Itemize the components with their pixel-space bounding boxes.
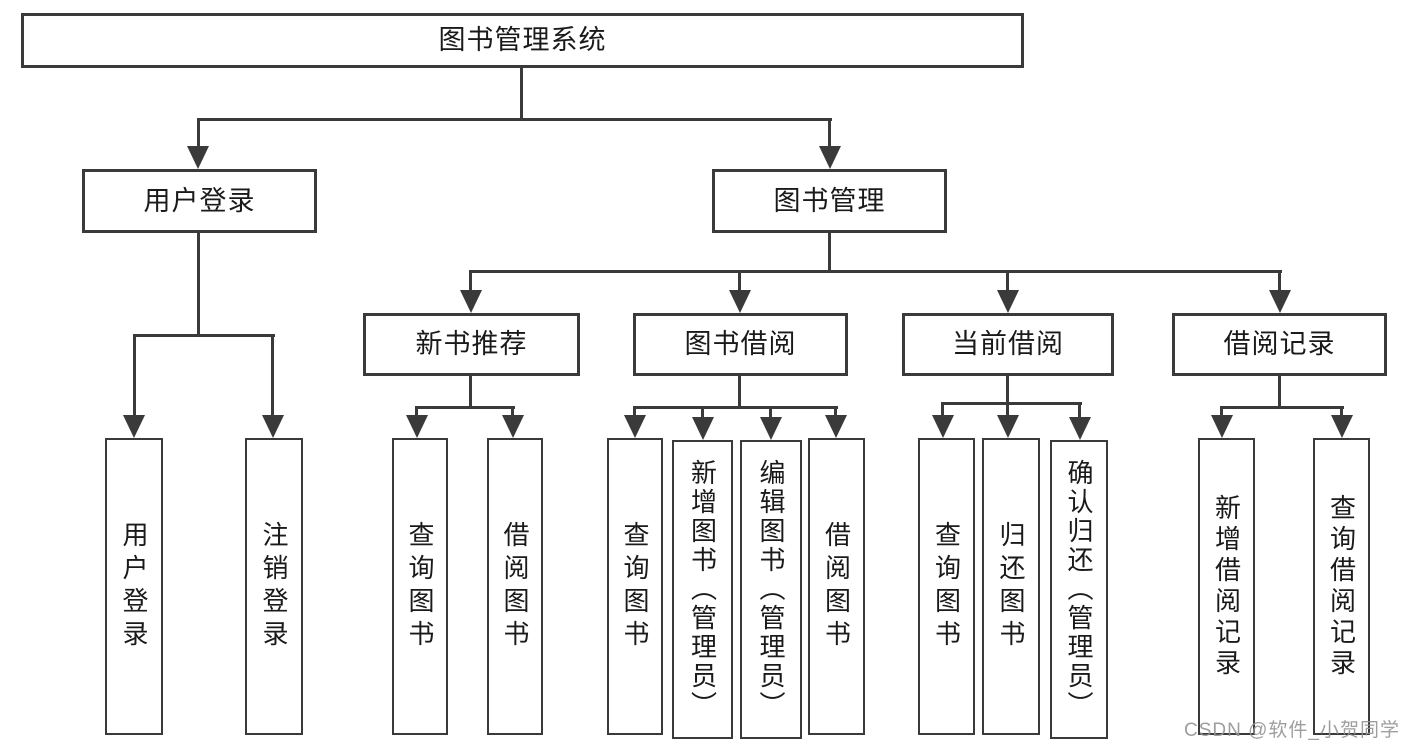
connector-bookborrow-stem — [738, 270, 741, 292]
leaf-br-add-record: 新增借阅记录 — [1198, 438, 1255, 735]
node-book-management: 图书管理 — [712, 169, 947, 233]
connector-cbconfirm-stem — [1078, 402, 1081, 420]
connector-root-vline — [520, 68, 523, 121]
arrowhead-to-user-login — [187, 146, 209, 169]
connector-root-hline — [197, 118, 832, 121]
arrowhead-to-user-login-leaf — [123, 415, 145, 438]
node-book-management-label: 图书管理 — [773, 185, 886, 216]
arrowhead-to-book-borrow — [729, 290, 751, 313]
leaf-cb-confirm-return-admin: 确认归还（管理员） — [1050, 440, 1108, 739]
node-root: 图书管理系统 — [21, 13, 1024, 68]
connector-borrowrecord-hline — [1220, 406, 1344, 409]
connector-userlogin-stem — [197, 118, 200, 149]
arrowhead-to-logout-leaf — [262, 415, 284, 438]
leaf-bb-edit-book-admin-label: 编辑图书（管理员） — [756, 459, 786, 720]
connector-newbook-vline — [469, 376, 472, 409]
leaf-nb-borrow-book-label: 借阅图书 — [500, 520, 530, 653]
connector-cbquery-stem — [941, 402, 944, 418]
connector-userlogin-hline — [133, 334, 275, 337]
arrowhead-to-bb-query — [624, 415, 646, 438]
connector-bookmgmt-vline — [828, 233, 831, 273]
connector-newbook-hline — [415, 406, 515, 409]
connector-bookmgmt-stem — [828, 118, 831, 149]
arrowhead-to-nb-query — [406, 415, 428, 438]
arrowhead-to-current-borrow — [997, 290, 1019, 313]
connector-currentborrow-hline — [941, 402, 1082, 405]
leaf-logout: 注销登录 — [245, 438, 303, 735]
leaf-nb-query-book-label: 查询图书 — [405, 520, 435, 653]
arrowhead-to-cb-confirm — [1069, 417, 1091, 440]
connector-bbedit-stem — [769, 406, 772, 420]
node-borrow-record-label: 借阅记录 — [1223, 329, 1336, 359]
connector-userloginleaf-stem — [133, 334, 136, 418]
leaf-nb-query-book: 查询图书 — [392, 438, 448, 735]
connector-bbadd-stem — [701, 406, 704, 420]
leaf-bb-query-book: 查询图书 — [607, 438, 663, 735]
connector-currentborrow-stem — [1006, 270, 1009, 292]
connector-cbreturn-stem — [1006, 402, 1009, 418]
connector-userlogin-vline — [197, 233, 200, 337]
connector-borrowrecord-vline — [1278, 376, 1281, 409]
node-root-label: 图书管理系统 — [438, 25, 607, 55]
connector-nbborrow-stem — [511, 406, 514, 418]
node-current-borrow: 当前借阅 — [902, 313, 1114, 376]
leaf-bb-borrow-book: 借阅图书 — [808, 438, 865, 735]
connector-nbquery-stem — [415, 406, 418, 418]
node-book-borrow-label: 图书借阅 — [684, 329, 797, 359]
leaf-cb-confirm-return-admin-label: 确认归还（管理员） — [1064, 459, 1094, 720]
node-borrow-record: 借阅记录 — [1172, 313, 1387, 376]
leaf-cb-query-book: 查询图书 — [918, 438, 975, 735]
arrowhead-to-br-add — [1211, 415, 1233, 438]
arrowhead-to-bb-add — [692, 417, 714, 440]
leaf-logout-label: 注销登录 — [259, 520, 289, 653]
connector-bbborrow-stem — [834, 406, 837, 418]
leaf-bb-add-book-admin-label: 新增图书（管理员） — [687, 459, 718, 720]
arrowhead-to-bb-borrow — [825, 415, 847, 438]
arrowhead-to-bb-edit — [760, 417, 782, 440]
connector-bookborrow-hline — [633, 406, 838, 409]
leaf-bb-edit-book-admin: 编辑图书（管理员） — [740, 440, 802, 739]
node-user-login: 用户登录 — [82, 169, 317, 233]
arrowhead-to-nb-borrow — [502, 415, 524, 438]
arrowhead-to-cb-return — [997, 415, 1019, 438]
connector-bradd-stem — [1220, 406, 1223, 418]
leaf-cb-query-book-label: 查询图书 — [931, 520, 962, 653]
leaf-br-query-record-label: 查询借阅记录 — [1326, 493, 1357, 680]
node-new-book-recommend-label: 新书推荐 — [415, 329, 528, 359]
node-book-borrow: 图书借阅 — [633, 313, 848, 376]
leaf-nb-borrow-book: 借阅图书 — [487, 438, 543, 735]
leaf-cb-return-book-label: 归还图书 — [996, 520, 1026, 653]
connector-bbquery-stem — [633, 406, 636, 418]
connector-bookborrow-vline — [738, 376, 741, 409]
node-new-book-recommend: 新书推荐 — [363, 313, 580, 376]
connector-logoutleaf-stem — [271, 334, 274, 418]
leaf-bb-query-book-label: 查询图书 — [620, 520, 650, 653]
csdn-watermark: CSDN @软件_小贺同学 — [1184, 720, 1400, 741]
arrowhead-to-new-book — [460, 290, 482, 313]
node-user-login-label: 用户登录 — [143, 185, 256, 216]
connector-newbook-stem — [469, 270, 472, 292]
connector-currentborrow-vline — [1006, 376, 1009, 405]
leaf-br-query-record: 查询借阅记录 — [1313, 438, 1370, 735]
connector-brquery-stem — [1340, 406, 1343, 418]
arrowhead-to-cb-query — [932, 415, 954, 438]
arrowhead-to-borrow-record — [1269, 290, 1291, 313]
connector-borrowrecord-stem — [1278, 270, 1281, 292]
connector-level3-hline — [469, 270, 1282, 273]
leaf-user-login: 用户登录 — [105, 438, 163, 735]
leaf-user-login-label: 用户登录 — [119, 520, 149, 653]
arrowhead-to-book-mgmt — [819, 146, 841, 169]
leaf-bb-add-book-admin: 新增图书（管理员） — [672, 440, 733, 739]
leaf-cb-return-book: 归还图书 — [982, 438, 1040, 735]
leaf-br-add-record-label: 新增借阅记录 — [1211, 493, 1242, 680]
node-current-borrow-label: 当前借阅 — [952, 329, 1064, 359]
leaf-bb-borrow-book-label: 借阅图书 — [821, 520, 852, 653]
arrowhead-to-br-query — [1331, 415, 1353, 438]
